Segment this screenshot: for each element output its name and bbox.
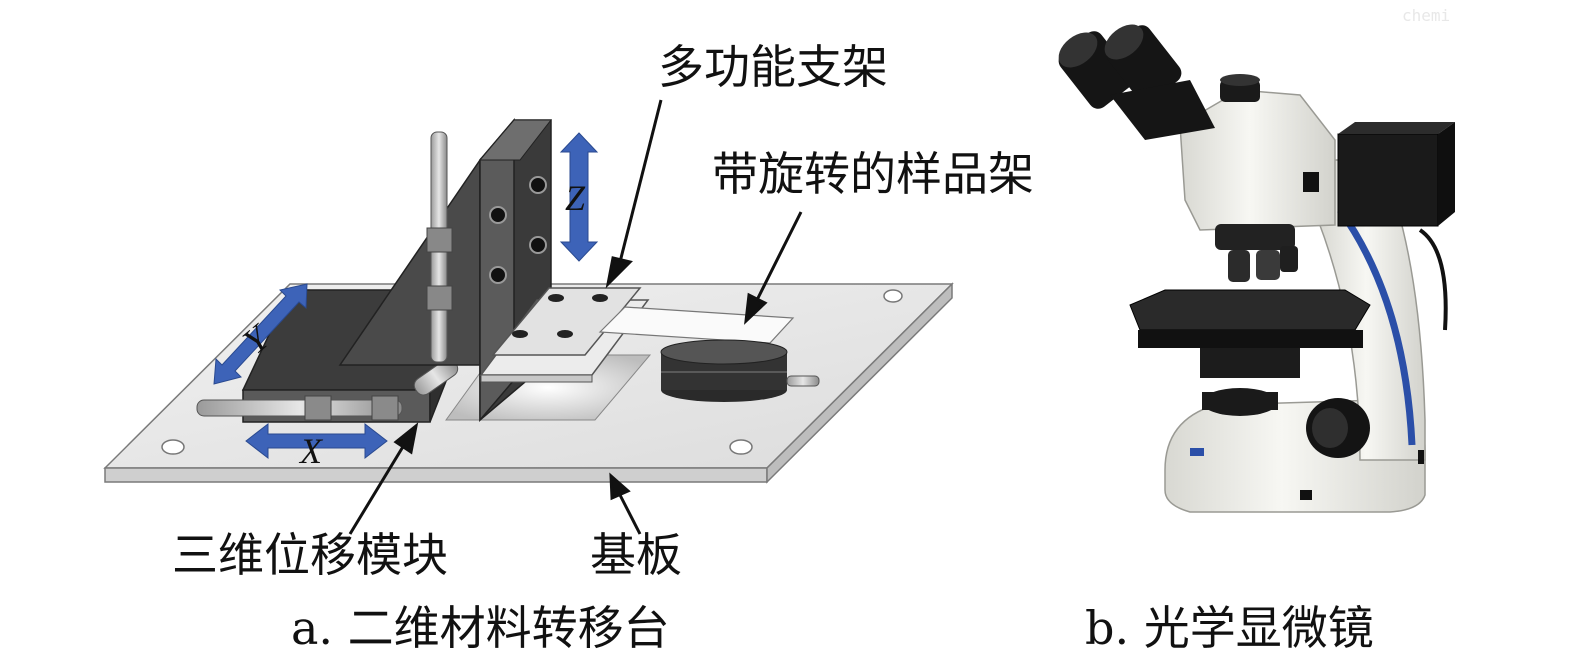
caption-panel-b: b. 光学显微镜 xyxy=(1085,601,1374,655)
label-base-plate: 基板 xyxy=(590,528,682,582)
plate-hole xyxy=(883,289,903,303)
y-arrow xyxy=(213,283,308,385)
plate-hole xyxy=(161,439,185,455)
z-arrow xyxy=(559,132,599,262)
label-multifunction-bracket: 多功能支架 xyxy=(658,40,888,94)
microscope-illustration xyxy=(1058,24,1455,513)
plate-hole xyxy=(729,439,753,455)
watermark: chemi xyxy=(1402,6,1451,25)
glass-slide xyxy=(598,306,795,344)
x-arrow xyxy=(245,422,388,460)
multifunction-holder xyxy=(479,287,795,383)
caption-panel-a: a. 二维材料转移台 xyxy=(291,601,670,655)
label-rotating-sample-holder: 带旋转的样品架 xyxy=(712,147,1034,201)
x-axis-label: X xyxy=(298,431,324,471)
z-axis-label: Z xyxy=(565,178,586,218)
rotating-sample-holder xyxy=(660,339,820,402)
leader-base xyxy=(618,494,642,535)
leader-bracket xyxy=(618,99,663,263)
label-xyz-stage: 三维位移模块 xyxy=(172,528,448,582)
transfer-stage-illustration: Z Y X xyxy=(103,99,954,535)
leader-sample-holder xyxy=(755,211,803,301)
leader-stage xyxy=(348,444,406,535)
